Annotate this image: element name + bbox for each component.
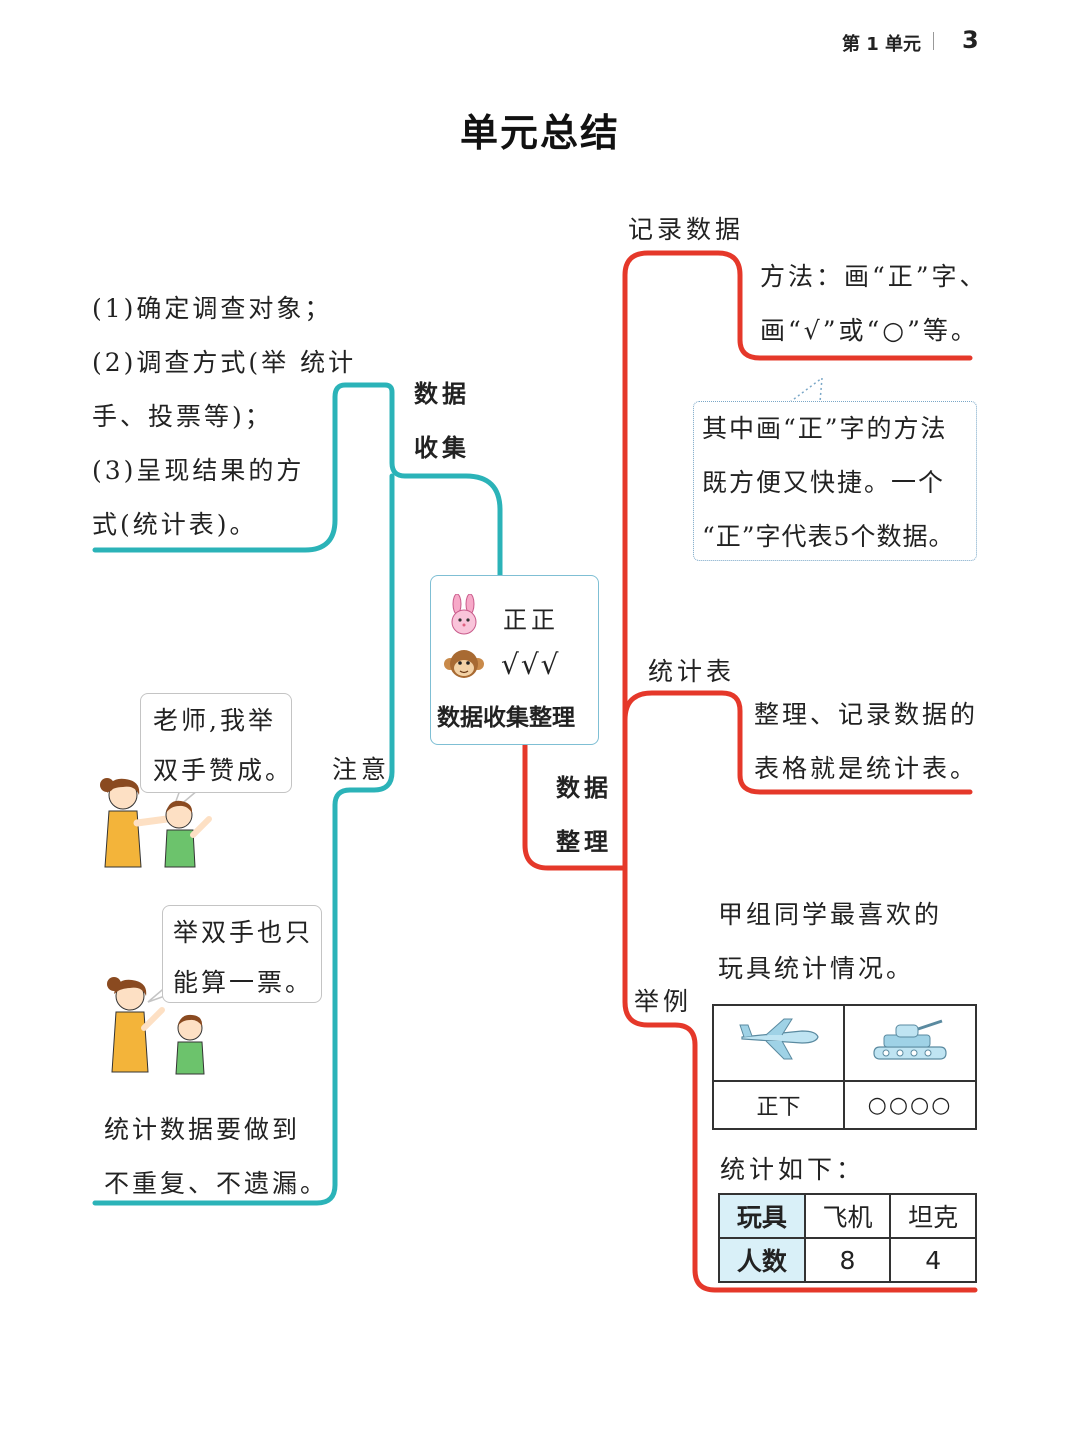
speech-bubble-2: 举双手也只 能算一票。	[162, 905, 322, 1003]
monkey-icon	[444, 650, 484, 678]
children-illustration-icon	[107, 977, 205, 1075]
example-line: 甲组同学最喜欢的	[718, 900, 943, 929]
collect-step: (3)呈现结果的方	[92, 456, 305, 485]
airplane-icon	[738, 1018, 819, 1060]
collect-step: (1)确定调查对象；	[92, 294, 333, 323]
summary-row-label: 人数	[718, 1237, 806, 1283]
plane-tally: 正下	[711, 1080, 846, 1130]
summary-header-cell: 坦克	[889, 1193, 977, 1239]
center-node: 正正 √√√ 数据收集整理	[430, 575, 599, 745]
record-line: 方法：画“正”字、	[760, 262, 988, 291]
note-line: 不重复、不遗漏。	[104, 1169, 329, 1198]
tank-cell	[843, 1004, 977, 1082]
collect-steps: (1)确定调查对象； (2)调查方式(举 统计 手、投票等)； (3)呈现结果的…	[92, 282, 356, 552]
page-number: 3	[962, 26, 979, 54]
summary-value-plane: 8	[803, 1237, 892, 1283]
plane-cell	[711, 1004, 846, 1082]
example-line: 玩具统计情况。	[718, 954, 915, 983]
record-text: 方法：画“正”字、 画“√”或“○”等。	[760, 250, 988, 358]
collect-step: (2)调查方式(举 统计	[92, 348, 357, 377]
record-line: 画“√”或“○”等。	[760, 316, 979, 345]
tally-check: √√√	[501, 648, 561, 681]
tip-tail	[789, 376, 823, 403]
branch-note: 注意	[332, 755, 391, 784]
tip-line: 其中画“正”字的方法	[702, 414, 948, 443]
record-tip: 其中画“正”字的方法 既方便又快捷。一个 “正”字代表5个数据。	[693, 401, 977, 561]
record-label: 记录数据	[628, 215, 745, 244]
stat-table-text: 整理、记录数据的 表格就是统计表。	[754, 688, 978, 796]
stat-table-branch-line	[622, 690, 973, 795]
bubble2-line: 能算一票。	[173, 968, 314, 997]
collect-branch-line	[92, 382, 503, 578]
header-divider	[933, 32, 934, 50]
stat-table-label: 统计表	[648, 657, 736, 686]
organize-branch-line	[522, 742, 628, 871]
branch-organize-line1: 数据	[556, 774, 612, 802]
children-illustration-icon	[100, 778, 212, 868]
tip-line: “正”字代表5个数据。	[702, 522, 955, 551]
tally-zheng: 正正	[503, 606, 559, 634]
collect-step: 式(统计表)。	[92, 510, 258, 539]
tank-tally: ○○○○	[843, 1080, 977, 1130]
summary-header-cell: 飞机	[803, 1193, 892, 1239]
summary-table: 玩具 飞机 坦克 人数 8 4	[718, 1193, 977, 1283]
collect-step: 手、投票等)；	[92, 402, 273, 431]
stat-table-line: 表格就是统计表。	[754, 754, 979, 783]
branch-collect-line2: 收集	[414, 434, 470, 462]
summary-header-cell: 玩具	[718, 1193, 806, 1239]
stat-table-line: 整理、记录数据的	[754, 700, 979, 729]
note-line: 统计数据要做到	[104, 1115, 301, 1144]
center-label: 数据收集整理	[437, 705, 575, 731]
speech-bubble-1: 老师,我举 双手赞成。	[140, 693, 292, 793]
example-text: 甲组同学最喜欢的 玩具统计情况。	[718, 888, 942, 996]
note-branch-line	[92, 473, 395, 1206]
tally-table: 正下 ○○○○	[711, 1004, 977, 1130]
bubble1-line: 双手赞成。	[153, 756, 294, 785]
branch-organize-line2: 整理	[556, 828, 612, 856]
bubble2-line: 举双手也只	[173, 918, 314, 947]
record-branch-line	[622, 250, 973, 871]
summary-caption: 统计如下：	[720, 1155, 866, 1184]
branch-collect-line1: 数据	[414, 380, 470, 408]
example-branch-line	[622, 865, 978, 1293]
rabbit-icon	[451, 594, 477, 635]
note-text: 统计数据要做到 不重复、不遗漏。	[104, 1103, 328, 1211]
example-label: 举例	[634, 987, 693, 1016]
bubble1-line: 老师,我举	[153, 706, 276, 735]
summary-value-tank: 4	[889, 1237, 977, 1283]
page-title: 单元总结	[459, 111, 620, 155]
tip-line: 既方便又快捷。一个	[702, 468, 946, 497]
unit-label: 第 1 单元	[842, 34, 922, 55]
tank-icon	[873, 1019, 947, 1060]
